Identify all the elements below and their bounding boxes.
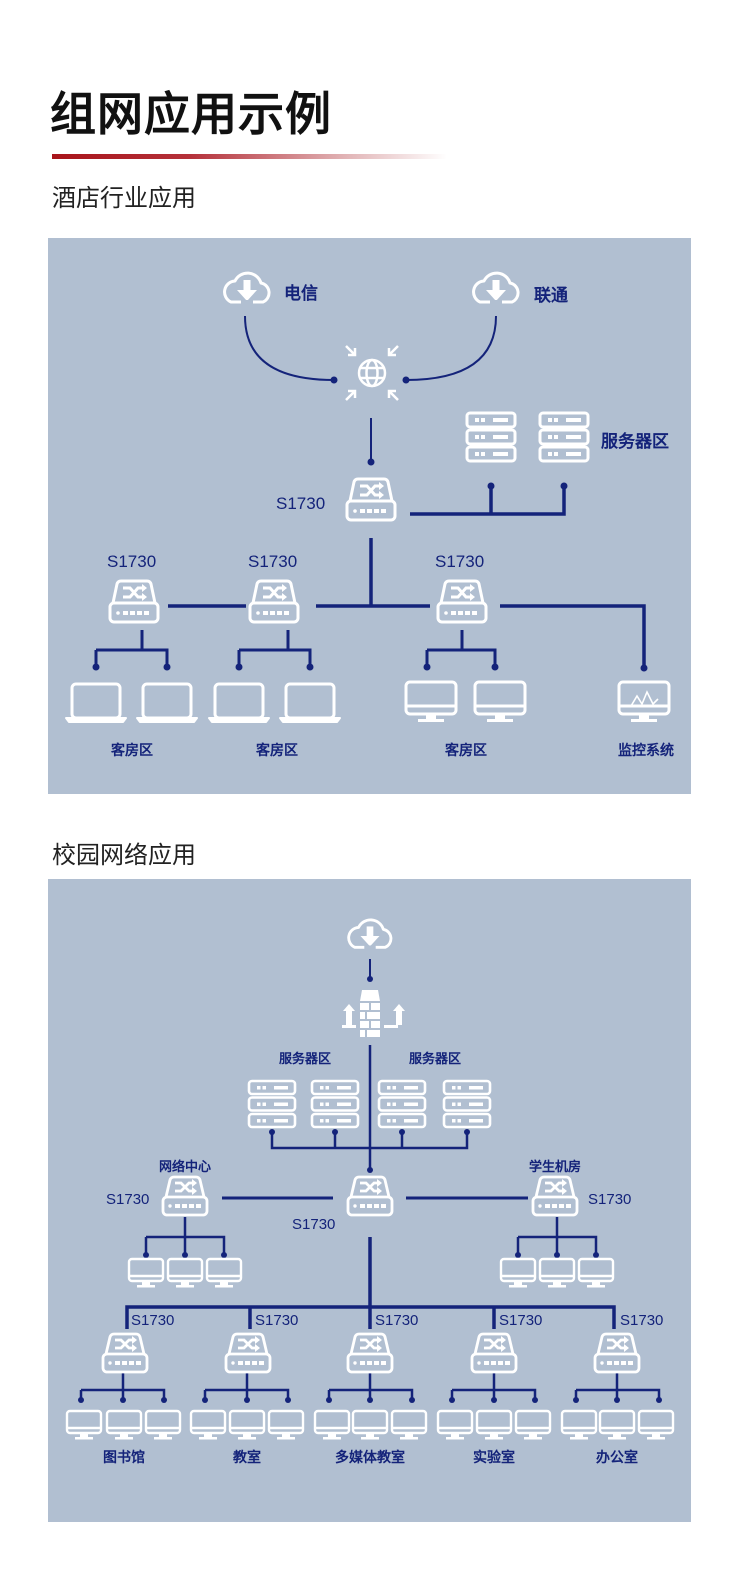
surveillance-monitor-icon	[617, 680, 671, 724]
zone-label: 实验室	[473, 1449, 515, 1465]
monitor-icon	[127, 1257, 165, 1289]
switch-icon	[531, 1175, 579, 1217]
zone-label: 监控系统	[618, 742, 674, 758]
monitor-icon	[313, 1409, 351, 1441]
internet-globe-icon	[345, 345, 399, 401]
monitor-icon	[404, 680, 458, 724]
page-title: 组网应用示例	[50, 87, 332, 141]
monitor-icon	[436, 1409, 474, 1441]
monitor-icon	[351, 1409, 389, 1441]
zone-label: 多媒体教室	[335, 1449, 405, 1465]
access-switch-label: S1730	[107, 552, 156, 571]
switch-icon	[248, 579, 300, 624]
access-switch-label: S1730	[435, 552, 484, 571]
bottom-switch-label: S1730	[620, 1312, 663, 1329]
bottom-monitors	[65, 1409, 675, 1441]
bottom-switch-label: S1730	[499, 1312, 542, 1329]
monitor-icon	[499, 1257, 537, 1289]
left-switch-label: S1730	[106, 1191, 149, 1208]
access-switch-label: S1730	[248, 552, 297, 571]
zone-label: 教室	[233, 1449, 261, 1465]
zone-label: 图书馆	[103, 1449, 145, 1465]
isp-right-label: 联通	[534, 286, 568, 305]
campus-links	[79, 959, 661, 1400]
cloud-icon	[223, 271, 271, 306]
bottom-switch-label: S1730	[255, 1312, 298, 1329]
server-zone-label: 服务器区	[279, 1051, 331, 1066]
switch-icon	[161, 1175, 209, 1217]
switch-icon	[224, 1332, 272, 1374]
monitor-icon	[598, 1409, 636, 1441]
server-icon	[247, 1079, 297, 1129]
monitor-icon	[166, 1257, 204, 1289]
laptop-icon	[64, 682, 128, 724]
monitor-icon	[475, 1409, 513, 1441]
core-switch-label: S1730	[276, 494, 325, 513]
right-switch-label: S1730	[588, 1191, 631, 1208]
zone-label: 客房区	[255, 742, 298, 758]
switch-icon	[346, 1175, 394, 1217]
switch-icon	[470, 1332, 518, 1374]
laptop-icon	[135, 682, 199, 724]
server-zone-label: 服务器区	[601, 431, 669, 451]
zone-label: 办公室	[596, 1449, 638, 1465]
monitor-icon	[560, 1409, 598, 1441]
zone-label: 客房区	[110, 742, 153, 758]
campus-diagram: 服务器区 服务器区 S1730 网络中心 S1730 学生机房 S1730 S1…	[48, 879, 691, 1522]
bottom-switch-label: S1730	[131, 1312, 174, 1329]
firewall-icon	[342, 990, 405, 1037]
hotel-link-dots	[92, 376, 648, 672]
server-icon	[465, 411, 517, 463]
monitor-icon	[267, 1409, 305, 1441]
laptop-icon	[207, 682, 271, 724]
monitor-icon	[189, 1409, 227, 1441]
cloud-icon	[347, 918, 393, 950]
monitor-icon	[538, 1257, 576, 1289]
switch-icon	[101, 1332, 149, 1374]
monitor-icon	[65, 1409, 103, 1441]
campus-link-dots	[78, 976, 662, 1403]
bottom-switch-label: S1730	[375, 1312, 418, 1329]
switch-icon	[436, 579, 488, 624]
monitor-icon	[390, 1409, 428, 1441]
isp-left-label: 电信	[284, 283, 318, 303]
switch-icon	[108, 579, 160, 624]
server-icon	[442, 1079, 492, 1129]
server-icon	[310, 1079, 360, 1129]
waveform-icon	[630, 690, 659, 707]
campus-section-title: 校园网络应用	[52, 841, 196, 869]
hotel-diagram: 电信 联通 服务器区 S1730 S1730 S1730 S1730 客房区 客…	[48, 238, 691, 794]
server-icon	[538, 411, 590, 463]
monitor-icon	[577, 1257, 615, 1289]
hotel-section-title: 酒店行业应用	[52, 184, 196, 212]
monitor-icon	[105, 1409, 143, 1441]
network-center-label: 网络中心	[159, 1159, 211, 1174]
cloud-icon	[472, 271, 520, 306]
switch-icon	[345, 477, 397, 522]
server-icon	[377, 1079, 427, 1129]
monitor-icon	[637, 1409, 675, 1441]
core-switch-label: S1730	[292, 1216, 335, 1233]
monitor-icon	[514, 1409, 552, 1441]
monitor-icon	[144, 1409, 182, 1441]
monitor-icon	[205, 1257, 243, 1289]
title-underline	[52, 154, 447, 159]
zone-label: 客房区	[444, 742, 487, 758]
hotel-links	[94, 315, 646, 668]
switch-icon	[593, 1332, 641, 1374]
switch-icon	[346, 1332, 394, 1374]
monitor-icon	[473, 680, 527, 724]
laptop-icon	[278, 682, 342, 724]
monitor-icon	[228, 1409, 266, 1441]
server-zone-label: 服务器区	[409, 1051, 461, 1066]
student-lab-label: 学生机房	[529, 1159, 581, 1174]
